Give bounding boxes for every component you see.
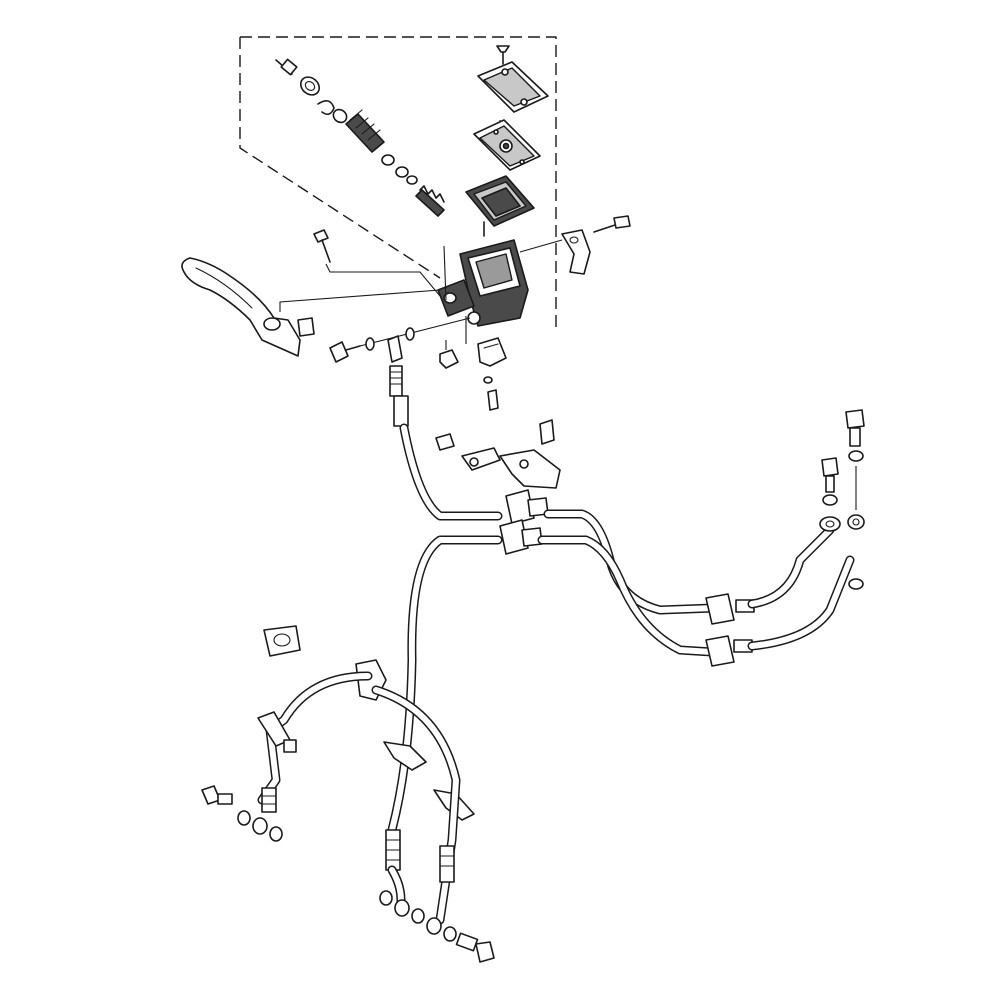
left-washer-b (269, 826, 283, 842)
bracket-plate (435, 433, 501, 471)
right-banjo-b (847, 514, 865, 530)
hose-guide-clamp (263, 625, 301, 657)
body-leader-vertical (443, 245, 447, 301)
pivot-axis-leader (359, 317, 471, 347)
upper-banjo-fitting (387, 335, 409, 427)
pivot-washer-b (405, 327, 415, 341)
brake-lever (181, 257, 315, 357)
right-banjo-bolt-a (821, 457, 839, 493)
circlip (317, 100, 335, 116)
switch-screw (483, 376, 499, 411)
diaphragm-plate (473, 119, 541, 171)
piston-kit-group (275, 58, 445, 217)
lever-leader (279, 289, 441, 312)
pivot-washer-a (365, 337, 375, 351)
right-banjo-bolt-b (845, 409, 865, 447)
clamp-bolt (593, 215, 631, 233)
pivot-nut (439, 349, 459, 369)
left-hose-fitting (257, 711, 297, 753)
lower-ferrule-b (439, 845, 455, 883)
junction-block-upper (505, 489, 549, 525)
return-spring (415, 185, 445, 217)
right-washer-b (848, 450, 864, 462)
right-joint-upper (705, 593, 755, 625)
left-washer-a (237, 810, 251, 826)
lower-banjo-bolt (455, 932, 495, 963)
right-washer-a (822, 494, 838, 506)
dust-boot (299, 76, 321, 96)
pivot-bolt-leader (325, 263, 441, 297)
body-pivot-bolt (313, 229, 331, 263)
junction-bracket (499, 419, 561, 489)
lower-washer-b (411, 908, 425, 924)
right-washer-c (848, 578, 864, 590)
master-cylinder-body (437, 239, 529, 327)
reservoir-cap (477, 61, 549, 113)
master-cylinder-kit-boundary (239, 36, 557, 332)
brake-light-switch (477, 337, 507, 367)
left-hose-ferrule (261, 787, 277, 813)
reservoir-diaphragm (465, 175, 535, 237)
left-banjo-eye (252, 817, 268, 835)
handlebar-clamp (561, 229, 591, 275)
lower-banjo-eye-a (394, 899, 410, 917)
right-banjo-a (819, 516, 841, 532)
main-hose-down (387, 535, 503, 835)
reservoir-cap-screw (496, 45, 510, 65)
clamp-leader (519, 239, 563, 253)
hose-clip-middle (383, 741, 427, 771)
lower-banjo-eye-b (426, 917, 442, 935)
lever-pivot-bolt (329, 341, 361, 363)
left-banjo-bolt (201, 785, 233, 805)
piston-spring-assembly (332, 108, 418, 185)
lower-washer-a (379, 890, 393, 906)
lower-ferrule-a (385, 829, 401, 871)
push-rod-pin (275, 58, 298, 76)
lower-washer-c (443, 926, 457, 942)
junction-block-lower (499, 519, 543, 555)
right-joint-lower (705, 635, 753, 667)
